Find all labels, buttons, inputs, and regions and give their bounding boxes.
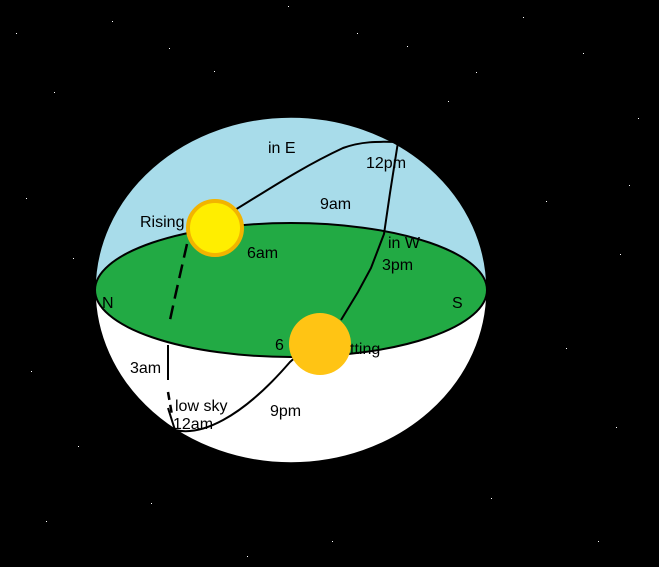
- meridian-arc: [340, 141, 399, 321]
- label-rising: Rising: [140, 214, 184, 231]
- meridian-north-dashed: [168, 243, 189, 321]
- label-3am: 3am: [130, 360, 161, 377]
- label-low-sky: low sky: [175, 398, 227, 415]
- label-in-west: in W: [388, 235, 421, 252]
- sun-path-lower-dashed: [166, 391, 174, 416]
- label-6am: 6am: [247, 245, 278, 262]
- label-3pm: 3pm: [382, 257, 413, 274]
- label-12am: 12am: [173, 416, 213, 433]
- label-north: N: [102, 295, 114, 312]
- starfield: [16, 6, 639, 557]
- setting-sun: [289, 313, 351, 375]
- label-south: S: [452, 295, 463, 312]
- label-setting-partial: tting: [350, 341, 380, 358]
- label-6pm-partial: 6: [275, 337, 284, 354]
- sphere-outline: [94, 116, 488, 464]
- label-noon: 12pm: [366, 155, 406, 172]
- label-in-east: in E: [268, 140, 296, 157]
- rising-sun: [186, 199, 244, 257]
- label-9am: 9am: [320, 196, 351, 213]
- label-9pm: 9pm: [270, 403, 301, 420]
